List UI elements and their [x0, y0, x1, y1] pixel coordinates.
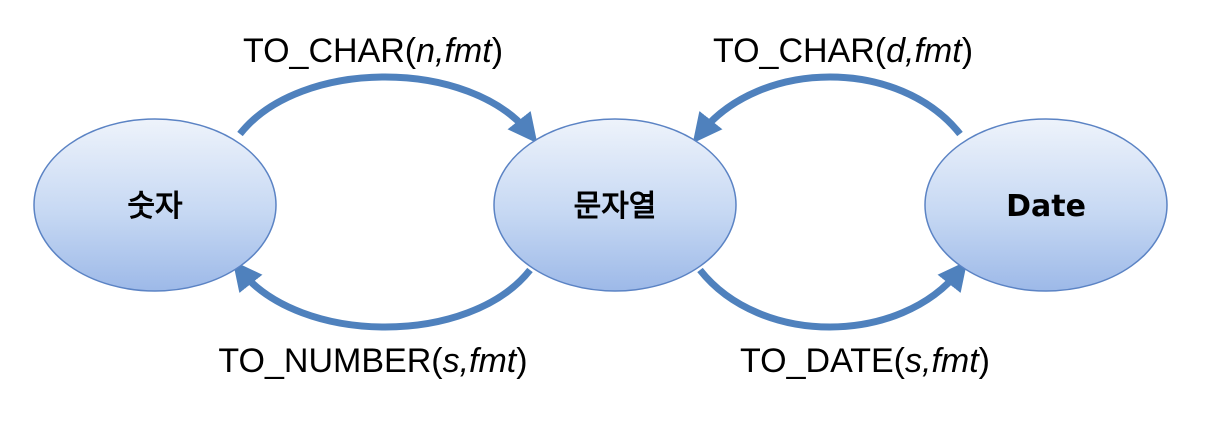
- label-date-to-string: TO_CHAR(d,fmt): [713, 32, 973, 70]
- arrow-date-to-string: [692, 73, 963, 144]
- node-date: Date: [924, 118, 1168, 292]
- node-number: 숫자: [33, 118, 277, 292]
- label-string-to-number: TO_NUMBER(s,fmt): [218, 342, 527, 380]
- arrow-number-to-string: [237, 73, 538, 144]
- node-number-label: 숫자: [127, 189, 183, 224]
- node-date-label: Date: [1006, 189, 1086, 224]
- arrow-string-to-number: [232, 260, 533, 331]
- label-number-to-string: TO_CHAR(n,fmt): [243, 32, 503, 70]
- arrow-string-to-date: [697, 260, 968, 331]
- label-string-to-date: TO_DATE(s,fmt): [740, 342, 990, 380]
- node-string: 문자열: [493, 118, 737, 292]
- node-string-label: 문자열: [574, 189, 657, 224]
